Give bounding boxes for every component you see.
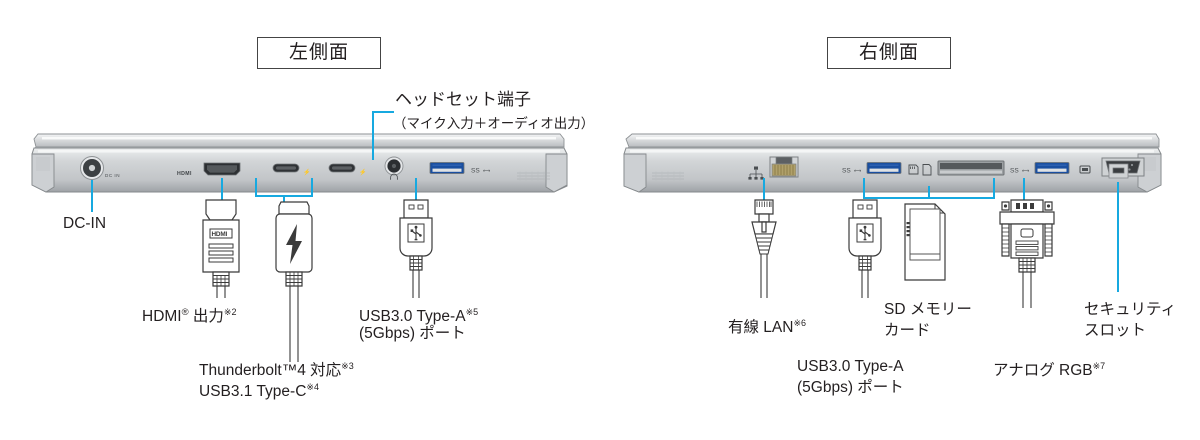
usbc-footnote: ※4: [306, 382, 319, 392]
svg-text:⟷: ⟷: [854, 169, 861, 175]
usb-a-port-2: SS ⟷: [1010, 162, 1070, 175]
usb-ss-marking-2: SS ⟷: [1010, 168, 1029, 175]
hdmi-label-text: HDMI: [142, 308, 182, 326]
lan-port: [748, 156, 799, 180]
left-laptop-illustration: DC IN HDMI ⚡ ⚡: [31, 133, 568, 193]
svg-text:⚡: ⚡: [303, 168, 310, 176]
sd-card-label-line2: カード: [884, 322, 931, 339]
headset-leader-line: [372, 111, 394, 160]
display-icon: [1079, 165, 1091, 174]
hdmi-label: HDMI® 出力※2: [142, 303, 236, 326]
usb-a-port: SS ⟷: [429, 162, 490, 175]
hdmi-port: HDMI: [177, 162, 241, 177]
security-slot-label-line1: セキュリティ: [1084, 301, 1177, 318]
hdmi-footnote: ※2: [223, 307, 237, 317]
svg-text:HDMI: HDMI: [177, 171, 192, 177]
usb-a-left-footnote: ※5: [465, 307, 479, 317]
security-slot-label-line2: スロット: [1084, 322, 1147, 339]
security-slot-detail: [1108, 163, 1129, 179]
usb-a-right-label-line2: (5Gbps) ポート: [797, 379, 904, 396]
analog-rgb-label-text: アナログ RGB: [993, 362, 1093, 380]
lan-label-text: 有線 LAN: [728, 319, 794, 337]
headset-jack-port: [384, 156, 404, 180]
thunderbolt-footnote-1: ※3: [341, 361, 354, 371]
svg-text:⚡: ⚡: [359, 168, 366, 176]
hdmi-label-suffix: 出力: [188, 308, 224, 326]
usb-trident-icon: [410, 225, 422, 241]
thunderbolt-label-line1: Thunderbolt™4 対応※3: [199, 357, 354, 380]
svg-text:⟷: ⟷: [483, 169, 490, 175]
thunderbolt-label-text: Thunderbolt™4 対応: [199, 362, 342, 380]
vent-grille: [652, 171, 684, 181]
lan-footnote: ※6: [793, 318, 807, 328]
lan-icon: [748, 166, 764, 180]
svg-text:SS: SS: [1010, 168, 1019, 175]
hdmi-leader-line: [221, 178, 223, 200]
lan-connector-illustration: [751, 199, 777, 298]
usb-a-left-leader-line: [415, 178, 417, 200]
usb-ss-marking: SS ⟷: [471, 168, 490, 175]
dc-in-jack-port: DC IN: [80, 156, 120, 180]
usb-a-port-1: SS ⟷: [842, 162, 902, 175]
vga-connector-illustration: [999, 199, 1055, 308]
security-slot-leader-line: [1117, 182, 1119, 292]
usbc-label-text: USB3.1 Type-C: [199, 383, 307, 401]
svg-text:⟷: ⟷: [1022, 169, 1029, 175]
svg-text:DC IN: DC IN: [105, 173, 120, 178]
headphone-icon: [390, 173, 398, 180]
dc-in-label: DC-IN: [63, 215, 107, 232]
section-title-right: 右側面: [827, 37, 951, 69]
sd-card-slot: [908, 160, 1005, 176]
lan-leader-line: [763, 178, 765, 200]
lan-label: 有線 LAN※6: [728, 314, 806, 337]
dc-in-leader-line: [91, 180, 93, 212]
vent-grille: [517, 171, 550, 181]
usb-a-right-label-line1: USB3.0 Type-A: [797, 358, 904, 375]
analog-rgb-label: アナログ RGB※7: [993, 357, 1105, 380]
usb-a-left-connector-illustration: [399, 199, 433, 298]
svg-text:SS: SS: [842, 168, 851, 175]
hdmi-registered-mark: ®: [181, 307, 189, 318]
thunderbolt-label-line2: USB3.1 Type-C※4: [199, 378, 319, 401]
thunderbolt-connector-illustration: [275, 201, 313, 362]
analog-rgb-leader-line: [1023, 178, 1025, 200]
headset-label-line1: ヘッドセット端子: [395, 90, 531, 109]
usb-a-right-connector-illustration: [848, 199, 882, 298]
usb-c-port-1: ⚡: [272, 163, 310, 176]
dsub-pins: [1016, 203, 1034, 209]
sd-card-illustration: [904, 203, 946, 281]
usb-a-left-label-line1: USB3.0 Type-A※5: [359, 303, 478, 326]
sd-card-icon: [908, 164, 932, 176]
usb-a-left-label-line2: (5Gbps) ポート: [359, 325, 466, 342]
section-title-left: 左側面: [257, 37, 381, 69]
usb-a-left-label-text: USB3.0 Type-A: [359, 308, 466, 326]
usb-trident-icon: [859, 225, 871, 241]
headset-label-line2: （マイク入力＋オーディオ出力）: [393, 116, 595, 131]
sd-card-label-line1: SD メモリー: [884, 301, 972, 318]
svg-text:SS: SS: [471, 168, 480, 175]
analog-rgb-footnote: ※7: [1092, 361, 1106, 371]
usb-ss-marking-1: SS ⟷: [842, 168, 861, 175]
usb-c-port-2: ⚡: [328, 163, 366, 176]
hdmi-connector-illustration: HDMI: [202, 199, 240, 298]
svg-text:HDMI: HDMI: [212, 231, 228, 238]
usb-sd-leader-bracket: [863, 178, 995, 199]
